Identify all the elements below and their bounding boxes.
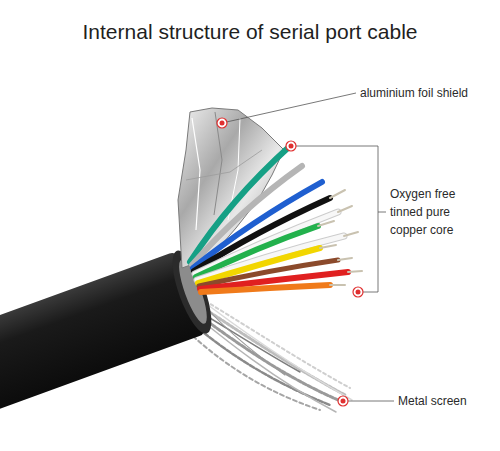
- copper-tips: [318, 190, 362, 285]
- title: Internal structure of serial port cable: [0, 20, 500, 44]
- callout-label: Oxygen free tinned pure copper core: [390, 185, 472, 239]
- callout-label: Metal screen: [398, 392, 493, 410]
- cable-jacket: [0, 246, 219, 412]
- callout-label: aluminium foil shield: [360, 84, 495, 102]
- insulated-wires: [190, 146, 348, 292]
- callout-dots: [217, 118, 363, 406]
- leader-lines: [222, 93, 394, 401]
